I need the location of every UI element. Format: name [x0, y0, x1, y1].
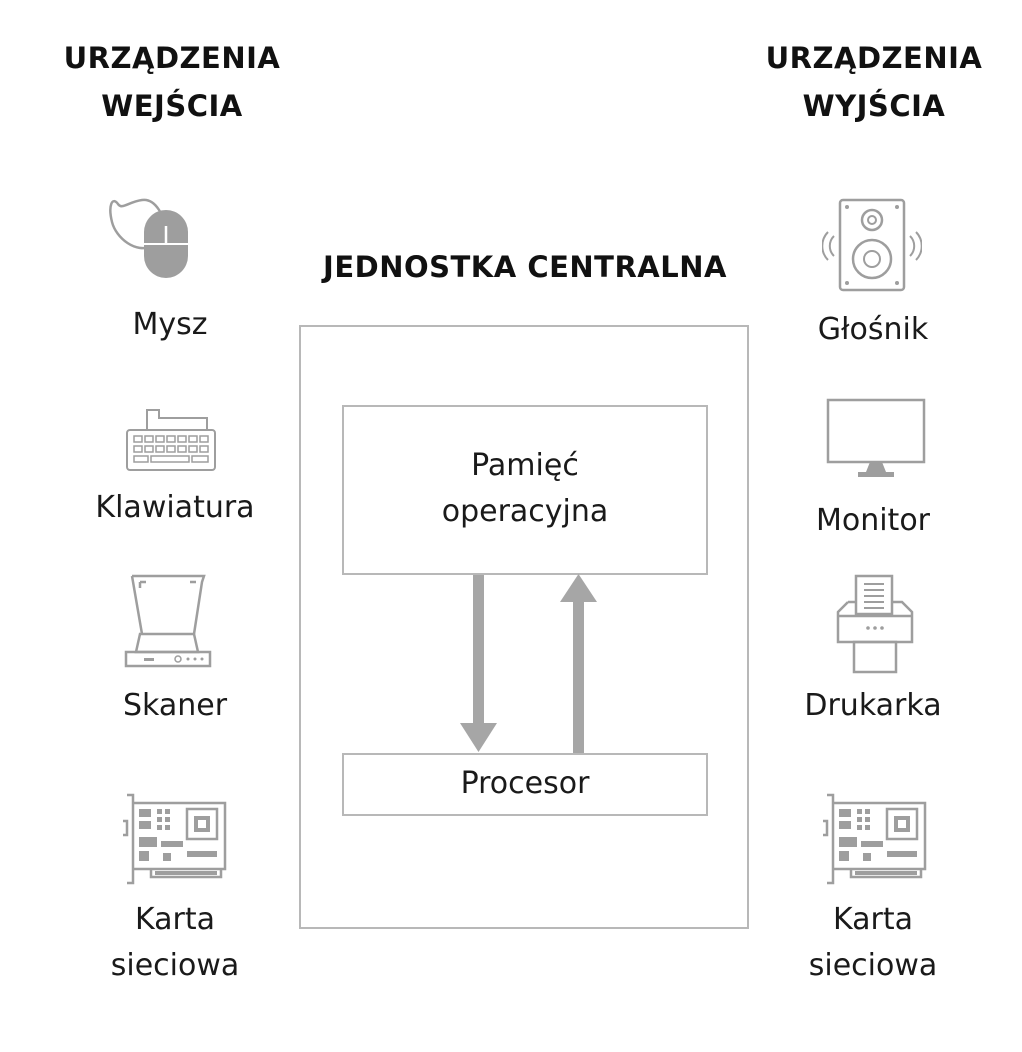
memory-box — [342, 405, 708, 575]
network-card-icon — [823, 793, 927, 885]
network-card-output-label: Karta sieciowa — [760, 897, 986, 989]
mouse-label: Mysz — [132, 307, 208, 342]
input-heading-line1: URZĄDZENIA — [63, 41, 281, 75]
output-heading-line1: URZĄDZENIA — [765, 41, 983, 75]
printer-icon — [836, 574, 914, 674]
memory-label-line1: Pamięć — [471, 448, 579, 483]
scanner-icon — [124, 574, 212, 668]
keyboard-icon — [126, 409, 216, 471]
processor-label: Procesor — [460, 766, 590, 801]
memory-label: Pamięć operacyjna — [342, 443, 708, 535]
monitor-label: Monitor — [815, 503, 931, 538]
memory-label-line2: operacyjna — [441, 494, 609, 529]
output-heading-line2: WYJŚCIA — [802, 89, 946, 123]
processor-box — [342, 753, 708, 816]
network-card-input-line2: sieciowa — [110, 948, 240, 983]
speaker-label: Głośnik — [817, 312, 929, 347]
network-card-icon — [123, 793, 227, 885]
network-card-input-line1: Karta — [134, 902, 215, 937]
network-card-output-line2: sieciowa — [808, 948, 938, 983]
printer-label: Drukarka — [804, 688, 942, 723]
arrow-up-processor-to-memory — [560, 574, 597, 753]
output-devices-heading: URZĄDZENIA WYJŚCIA — [742, 34, 1006, 130]
network-card-output-line1: Karta — [832, 902, 913, 937]
speaker-icon — [822, 198, 922, 292]
mouse-icon — [109, 198, 188, 278]
network-card-input-label: Karta sieciowa — [60, 897, 290, 989]
arrow-down-memory-to-processor — [460, 575, 497, 752]
keyboard-label: Klawiatura — [95, 490, 255, 525]
input-devices-heading: URZĄDZENIA WEJŚCIA — [40, 34, 304, 130]
cpu-heading: JEDNOSTKA CENTRALNA — [323, 250, 727, 284]
monitor-icon — [826, 398, 926, 477]
scanner-label: Skaner — [122, 688, 228, 723]
input-heading-line2: WEJŚCIA — [101, 89, 243, 123]
